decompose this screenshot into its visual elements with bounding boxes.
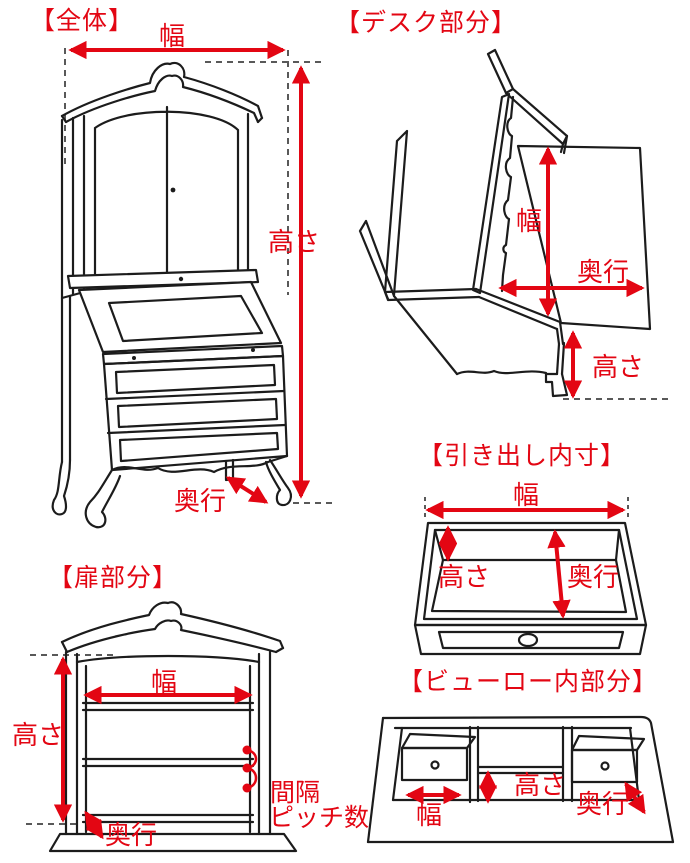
section-bureau-inner: 【ビューロー内部分】 (345, 655, 690, 863)
door-depth-label: 奥行 (105, 820, 157, 850)
door-spacing-label: 間隔 (270, 779, 320, 807)
drawer-guide-lines (424, 497, 629, 521)
drawer-height-label: 高さ (438, 562, 490, 592)
door-pitch-marks (242, 745, 258, 793)
door-depth-arrow (84, 810, 104, 840)
drawer-depth-arrow (547, 529, 571, 619)
desk-height-label: 高さ (592, 352, 644, 382)
section-overall-title: 【全体】 (30, 7, 135, 35)
bureau-drawing: 幅 高さ 奥行 (366, 715, 675, 844)
section-bureau-inner-title: 【ビューロー内部分】 (398, 668, 659, 696)
bureau-depth-label: 奥行 (576, 789, 628, 819)
section-desk: 【デスク部分】 (330, 0, 690, 440)
door-width-label: 幅 (151, 667, 177, 697)
drawer-measure-arrows (425, 500, 626, 619)
door-measure-arrows (53, 656, 253, 840)
bureau-interior-art (366, 715, 675, 844)
door-drawing: 高さ 幅 間隔 ピッチ数 奥行 (12, 601, 369, 853)
drawer-depth-label: 奥行 (567, 562, 619, 592)
bureau-height-label: 高さ (514, 770, 566, 800)
door-height-label: 高さ (12, 720, 64, 750)
bureau-measure-arrows (405, 770, 646, 815)
overall-depth-arrow (225, 476, 269, 504)
section-drawer-inner-title: 【引き出し内寸】 (418, 442, 627, 470)
drawer-drawing: 幅 高さ 奥行 (413, 480, 648, 656)
desk-depth-label: 奥行 (577, 257, 629, 287)
overall-measure-arrows (68, 40, 311, 504)
desk-drawing: 幅 奥行 高さ (358, 48, 668, 400)
section-drawer-inner: 【引き出し内寸】 (390, 435, 690, 670)
desk-measure-arrows (498, 146, 645, 399)
overall-height-label: 高さ (268, 227, 320, 257)
bureau-width-label: 幅 (416, 800, 442, 830)
drawer-width-label: 幅 (513, 480, 539, 510)
overall-width-label: 幅 (159, 21, 185, 51)
section-door: 【扉部分】 (0, 560, 372, 863)
overall-cabinet-art (51, 61, 292, 529)
door-pitch-count-label: ピッチ数 (269, 804, 369, 832)
overall-depth-label: 奥行 (174, 486, 226, 516)
desk-width-label: 幅 (516, 206, 542, 236)
bureau-depth-arrow (624, 781, 646, 815)
section-door-title: 【扉部分】 (48, 564, 179, 592)
door-guide-lines (26, 654, 118, 825)
section-overall: 【全体】 (0, 0, 335, 545)
section-desk-title: 【デスク部分】 (335, 9, 518, 37)
desk-cabinet-art (358, 48, 652, 398)
overall-guide-lines (64, 48, 333, 504)
overall-drawing: 幅 高さ 奥行 (51, 21, 333, 529)
